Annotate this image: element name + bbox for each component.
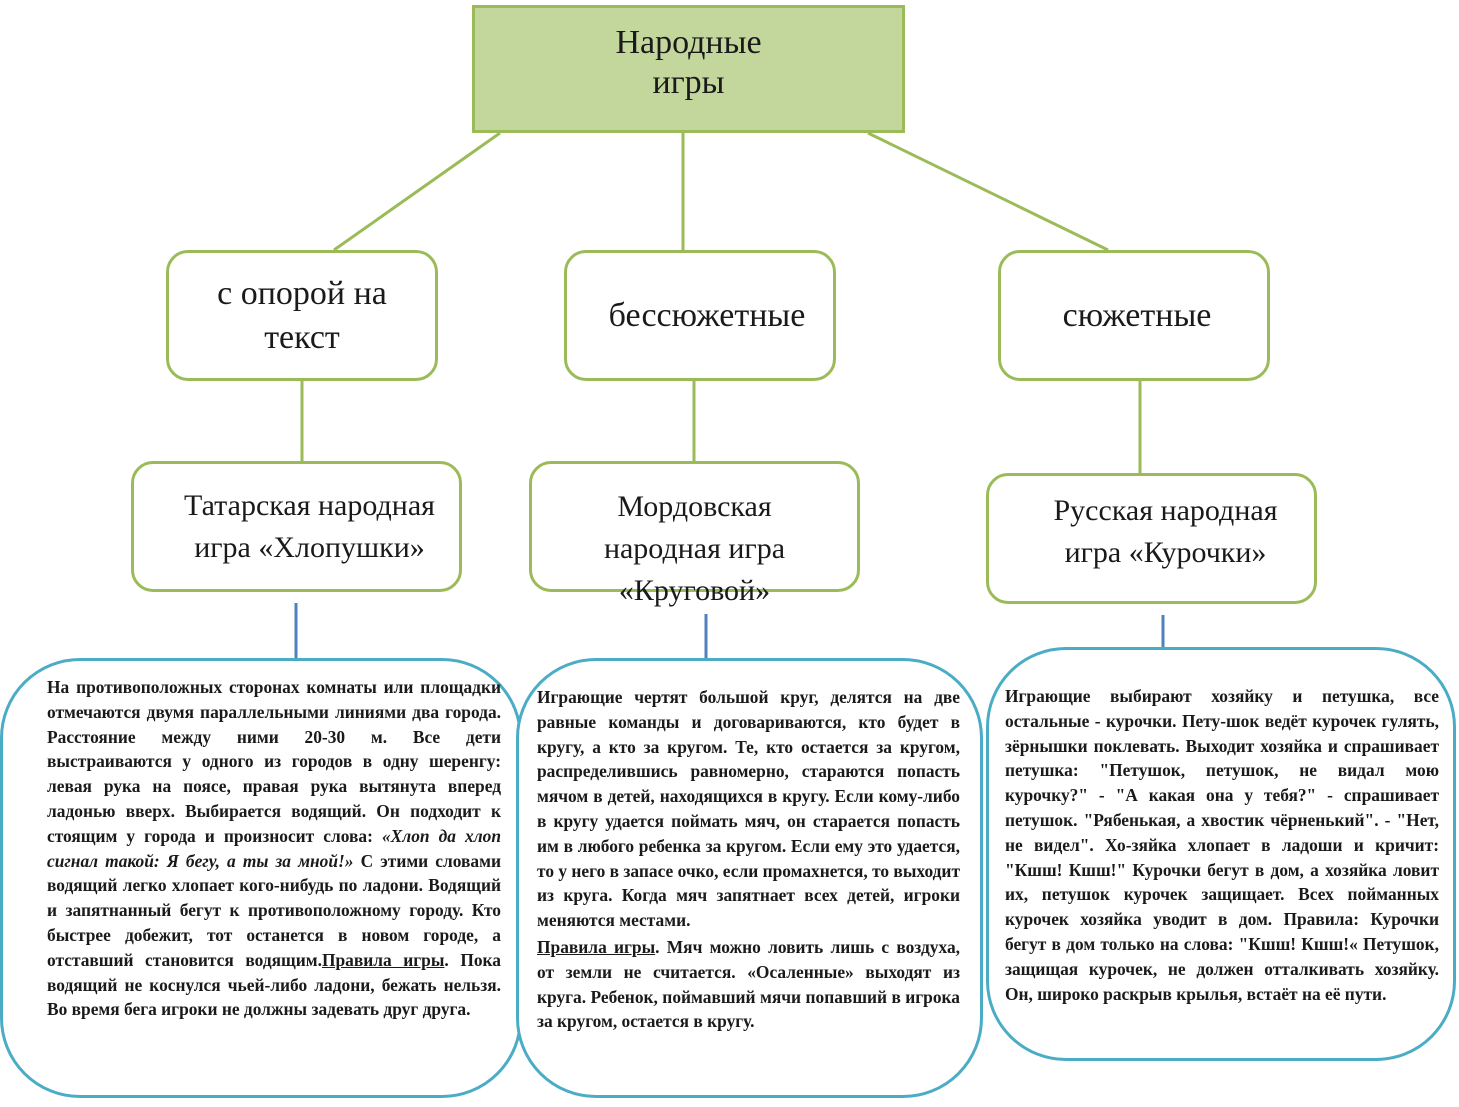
game-mordovian-krugovoy: Мордовская народная игра «Круговой» <box>529 461 860 607</box>
category-text-based: с опорой на текст <box>166 250 438 381</box>
description-russian-text: Играющие выбирают хозяйку и петушка, все… <box>1005 686 1439 1004</box>
game-tatar-line1: Татарская народная <box>184 488 435 522</box>
category-plot-label: сюжетные <box>1062 296 1212 334</box>
game-mordovian-line3: «Круговой» <box>618 574 771 607</box>
game-mordovian-line1: Мордовская <box>617 490 772 523</box>
category-plotless: бессюжетные <box>564 250 836 381</box>
description-mordovian-text: Играющие чертят большой круг, делятся на… <box>537 687 960 931</box>
description-tatar-part2: С этими словами водящий легко хлопает ко… <box>47 850 501 970</box>
game-tatar-khlopushki: Татарская народная игра «Хлопушки» <box>131 461 462 592</box>
game-russian-line2: игра «Курочки» <box>1064 535 1267 569</box>
description-tatar-quote: «Хлоп да хлоп сигнал такой: Я бегу, а ты… <box>47 825 501 871</box>
description-tatar-rules-text: . Пока водящий не коснулся чьей-либо лад… <box>47 949 501 1020</box>
root-node-folk-games: Народные игры <box>472 5 905 133</box>
root-title-line1: Народные <box>615 24 762 61</box>
connector-root-to-plot <box>867 131 1109 252</box>
game-tatar-line2: игра «Хлопушки» <box>194 530 425 564</box>
category-text-based-line2: текст <box>264 318 340 356</box>
description-mordovian: Играющие чертят большой круг, делятся на… <box>516 658 983 1098</box>
category-text-based-line1: с опорой на <box>217 274 387 312</box>
description-mordovian-rules-label: Правила игры <box>537 936 656 957</box>
description-mordovian-rules-text: . Мяч можно ловить лишь с воздуха, от зе… <box>537 936 960 1032</box>
description-mordovian-rules: Правила игры. Мяч можно ловить лишь с во… <box>537 935 960 1034</box>
description-tatar: На противоположных сторонах комнаты или … <box>0 658 522 1098</box>
connector-root-to-text-based <box>333 131 501 252</box>
description-tatar-text: На противоположных сторонах комнаты или … <box>47 675 501 1022</box>
description-tatar-part1: На противоположных сторонах комнаты или … <box>47 677 501 846</box>
category-plotless-label: бессюжетные <box>608 296 806 334</box>
description-tatar-rules-label: Правила игры <box>321 949 445 970</box>
game-russian-kurochki: Русская народная игра «Курочки» <box>986 473 1317 604</box>
game-russian-line1: Русская народная <box>1053 493 1278 527</box>
category-plot: сюжетные <box>998 250 1270 381</box>
description-russian: Играющие выбирают хозяйку и петушка, все… <box>986 647 1456 1061</box>
game-mordovian-line2: народная игра <box>603 532 786 565</box>
root-title-line2: игры <box>652 64 725 101</box>
